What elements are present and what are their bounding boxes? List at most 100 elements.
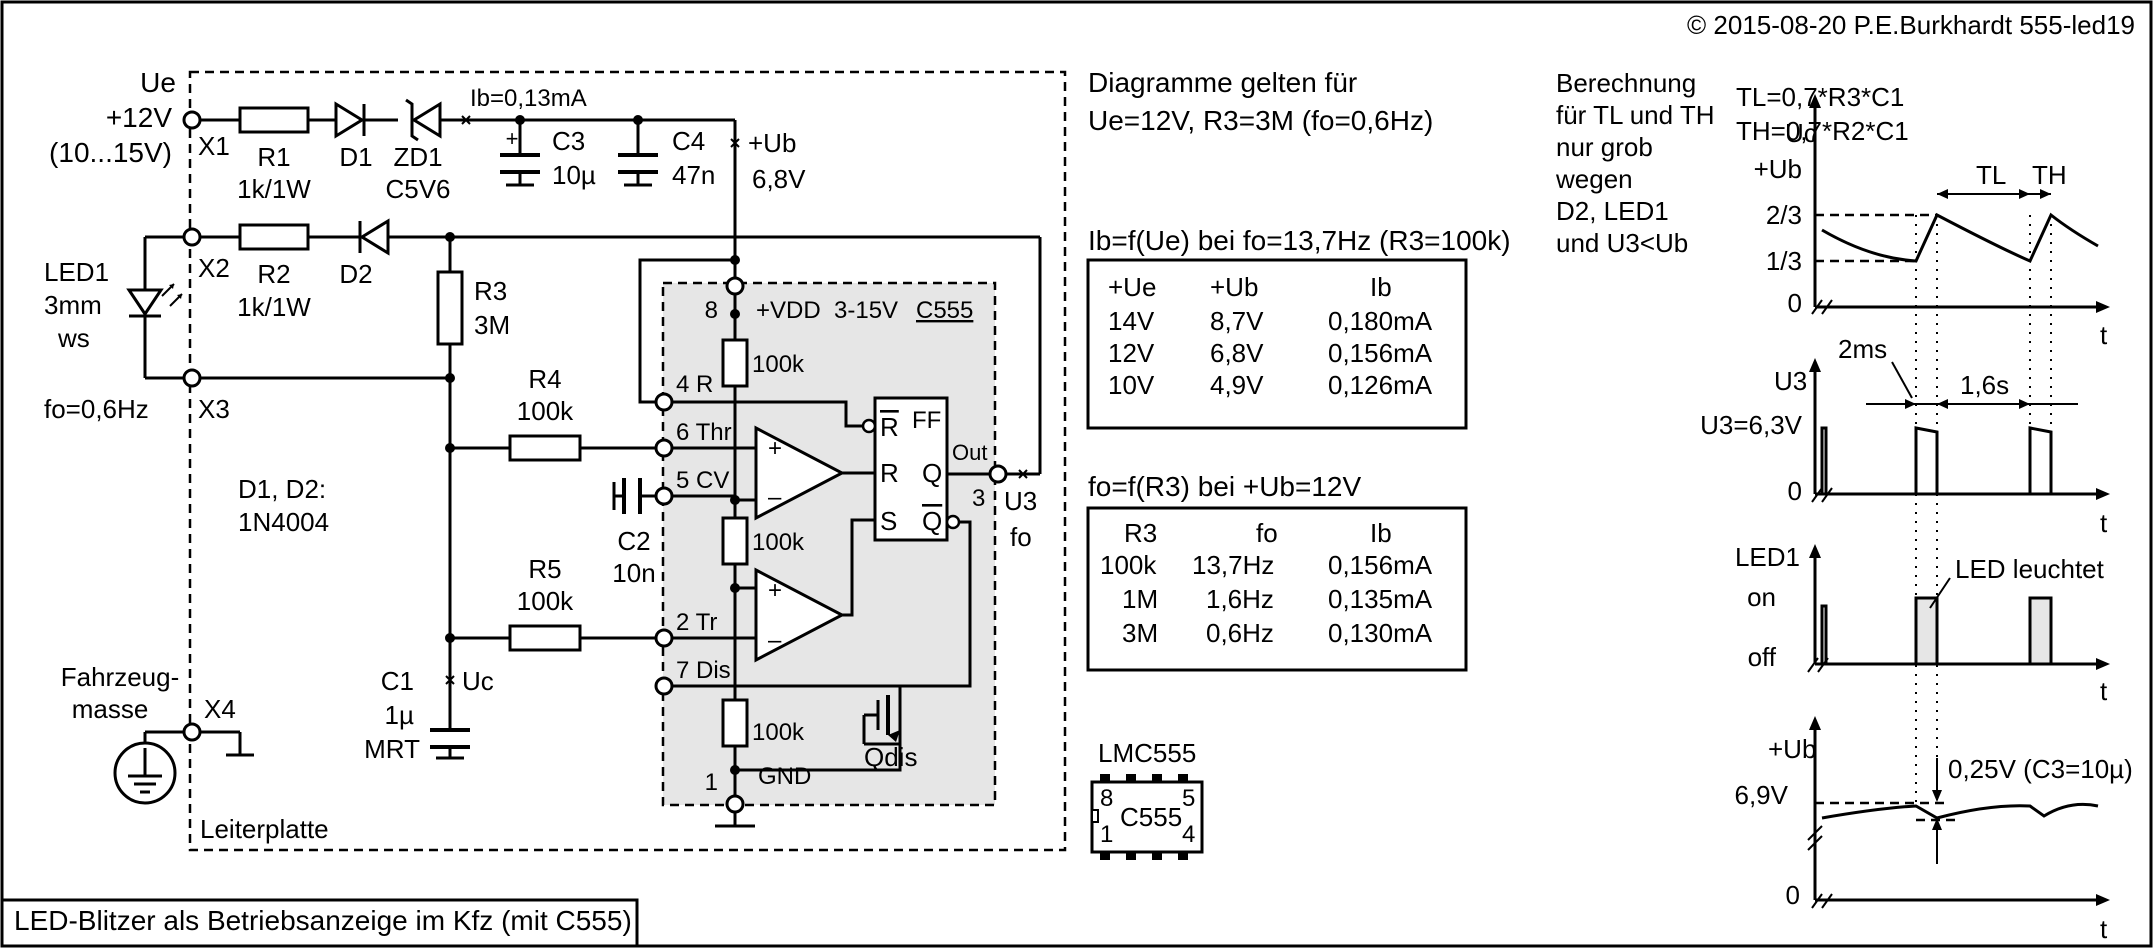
diodes-note-1: D1, D2:	[238, 474, 326, 504]
pin5-label: 5 CV	[676, 467, 729, 494]
terminal-x2	[182, 227, 202, 247]
pin2-label: 2 Tr	[676, 609, 717, 636]
table1-cell: 12V	[1108, 338, 1155, 368]
led1: LED1 3mm ws	[44, 235, 184, 380]
table1-box	[1086, 258, 1468, 430]
pin7-terminal	[654, 676, 674, 696]
resistor-r4	[508, 434, 582, 462]
ff-q: Q	[922, 458, 942, 488]
c2-name: C2	[617, 526, 650, 556]
diag-note-line1: Diagramme gelten für	[1088, 67, 1357, 98]
ue-range: (10...15V)	[49, 137, 172, 168]
svg-text:–: –	[768, 627, 782, 654]
ic-internals: 8 +VDD 3-15V C555 100k 100k 100k 1 GND +…	[654, 255, 1040, 828]
formula-th: TH=0,7*R2*C1	[1736, 116, 1909, 146]
gnd-label: GND	[758, 763, 811, 790]
terminal-x1	[182, 110, 202, 130]
ub-zero-label: 0	[1786, 880, 1800, 910]
led1-symbol	[126, 288, 164, 317]
package-pin4: 4	[1182, 821, 1195, 848]
table2-cell: 0,130mA	[1328, 618, 1433, 648]
pin2-terminal	[654, 628, 674, 648]
pin6-label: 6 Thr	[676, 419, 732, 446]
led1-size: 3mm	[44, 290, 102, 320]
footer-box	[0, 898, 639, 948]
d1-name: D1	[339, 142, 372, 172]
package-body	[1090, 780, 1204, 854]
ff-r: R	[880, 458, 899, 488]
board-label: Leiterplatte	[200, 814, 329, 844]
pin6-terminal	[654, 438, 674, 458]
c4-value: 47n	[672, 160, 715, 190]
calc-note: Berechnung für TL und TH nur grob wegen …	[1555, 68, 1715, 258]
diodes-note-2: 1N4004	[238, 507, 329, 537]
x4-label: X4	[204, 694, 236, 724]
div-r2-value: 100k	[752, 529, 805, 556]
calc-note-line: D2, LED1	[1556, 196, 1669, 226]
ic-range: 3-15V	[834, 297, 898, 324]
u3-period-label: 1,6s	[1960, 370, 2009, 400]
comparator-upper	[754, 425, 846, 521]
led-axis-label: LED1	[1735, 542, 1800, 572]
table1: +Ue +Ub Ib 14V 8,7V 0,180mA 12V 6,8V 0,1…	[1108, 272, 1433, 400]
ub-axis-label: +Ub	[1768, 734, 1816, 764]
table1-cell: 0,126mA	[1328, 370, 1433, 400]
package-pin1: 1	[1100, 821, 1113, 848]
ib-label: Ib=0,13mA	[470, 85, 587, 112]
table1-header-0: +Ue	[1108, 272, 1156, 302]
calc-note-line: Berechnung	[1556, 68, 1696, 98]
th-label: TH	[2032, 160, 2067, 190]
uc-13-label: 1/3	[1766, 246, 1802, 276]
package-name: C555	[1120, 802, 1182, 832]
timing-uc: Uc +Ub 2/3 1/3 0 t TL TH	[1754, 94, 2110, 350]
ic-c555-box	[661, 281, 997, 807]
c2-value: 10n	[612, 558, 655, 588]
pin7-label: 7 Dis	[676, 657, 731, 684]
pin3-terminal	[988, 464, 1008, 484]
uc-zero-label: 0	[1788, 288, 1802, 318]
calc-note-line: wegen	[1555, 164, 1633, 194]
led-off-label: off	[1748, 642, 1777, 672]
uc-axis-label: Uc	[1785, 118, 1817, 148]
c3-plus: +	[506, 126, 519, 151]
led-note: LED leuchtet	[1955, 554, 2105, 584]
ue-value: +12V	[106, 102, 172, 133]
uc-t-label: t	[2100, 320, 2108, 350]
table1-cell: 4,9V	[1210, 370, 1264, 400]
ue-label: Ue	[140, 67, 176, 98]
u3-value-label: U3=6,3V	[1700, 410, 1803, 440]
r3-name: R3	[474, 276, 507, 306]
table1-header-2: Ib	[1370, 272, 1392, 302]
c4-name: C4	[672, 126, 705, 156]
resistor-r3	[436, 270, 464, 346]
uc-top-label: +Ub	[1754, 154, 1802, 184]
calc-note-line: für TL und TH	[1556, 100, 1715, 130]
ff-rbar: R	[880, 412, 899, 442]
table2-header-2: Ib	[1370, 518, 1392, 548]
ub-waveform	[1821, 802, 2099, 820]
svg-text:+: +	[768, 435, 782, 462]
c3-name: C3	[552, 126, 585, 156]
r4-value: 100k	[517, 396, 574, 426]
r1-name: R1	[257, 142, 290, 172]
pcb-frame	[188, 70, 1067, 852]
r1-value: 1k/1W	[237, 174, 311, 204]
table1-cell: 8,7V	[1210, 306, 1264, 336]
c3-value: 10µ	[552, 160, 596, 190]
c1-type: MRT	[364, 734, 420, 764]
copyright-text: © 2015-08-20 P.E.Burkhardt 555-led19	[1687, 10, 2135, 40]
r5-name: R5	[528, 554, 561, 584]
table2-title: fo=f(R3) bei +Ub=12V	[1088, 471, 1361, 502]
r4-name: R4	[528, 364, 561, 394]
zd1-value: C5V6	[385, 174, 450, 204]
terminal-x4	[182, 722, 202, 742]
table2-cell: 0,156mA	[1328, 550, 1433, 580]
diode-d2	[359, 218, 390, 256]
ub-value-label: 6,9V	[1735, 780, 1789, 810]
fo-out-label: fo	[1010, 522, 1032, 552]
timing-ub: +Ub 6,9V 0 t 0,25V (C3=10µ)	[1735, 716, 2133, 944]
terminal-x3	[182, 368, 202, 388]
table2-cell: 1,6Hz	[1206, 584, 1274, 614]
pin1-terminal	[725, 794, 745, 814]
